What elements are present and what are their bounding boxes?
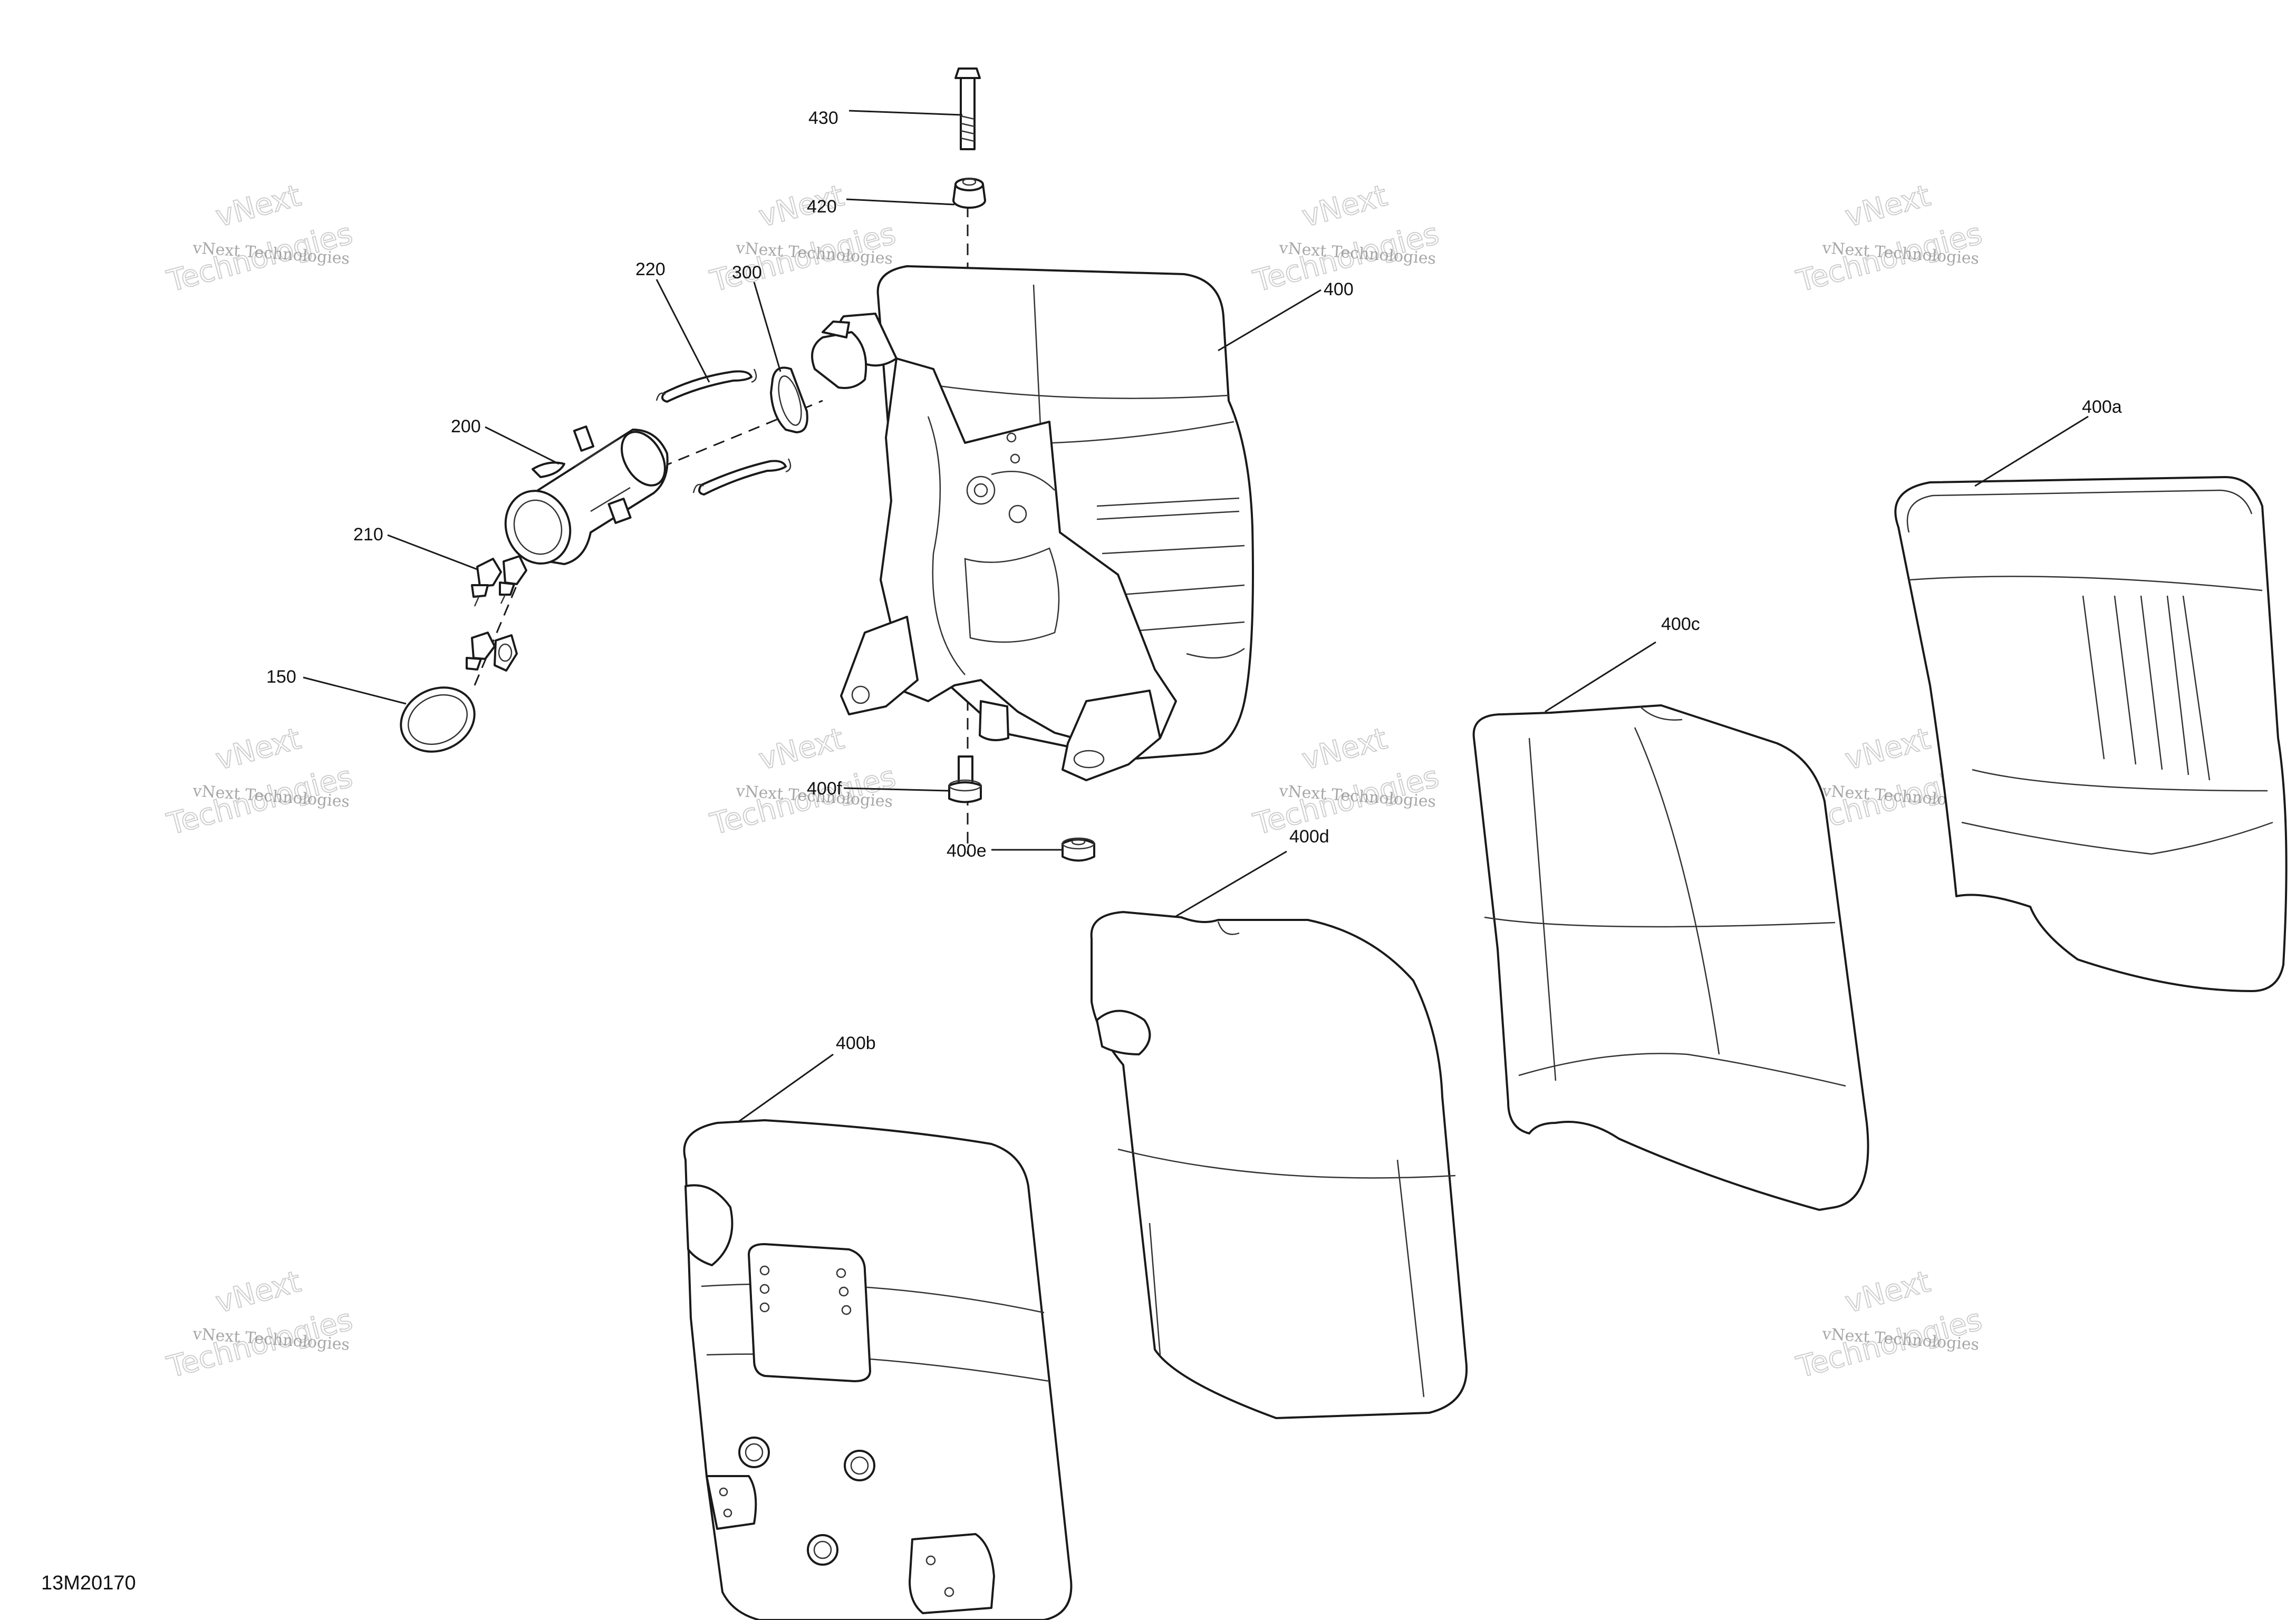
leader-420 bbox=[846, 198, 955, 206]
callout-400a: 400a bbox=[2082, 397, 2122, 417]
part-200-exhaust-pipe bbox=[504, 425, 669, 565]
part-400a-heat-shield bbox=[1894, 476, 2288, 992]
leader-300 bbox=[753, 282, 782, 372]
callout-300: 300 bbox=[732, 263, 762, 283]
watermark-text: vNext bbox=[1298, 179, 1391, 234]
part-220-spring-upper bbox=[655, 368, 757, 403]
callout-400b: 400b bbox=[836, 1033, 876, 1053]
leader-220 bbox=[655, 279, 710, 383]
leader-400a bbox=[1974, 415, 2089, 487]
part-400d-heat-shield bbox=[1090, 911, 1468, 1419]
watermark-text: vNext bbox=[212, 722, 304, 777]
part-210-sensor-d bbox=[494, 634, 518, 672]
leader-200 bbox=[485, 426, 559, 465]
watermark-r2c1: vNext Technologies bbox=[163, 721, 356, 842]
leader-400b bbox=[738, 1053, 834, 1123]
callout-430: 430 bbox=[808, 108, 838, 128]
part-220-spring-lower bbox=[692, 458, 792, 496]
part-430-bolt bbox=[954, 67, 981, 150]
part-400f-mount bbox=[948, 755, 982, 803]
watermark-text: vNext bbox=[1298, 722, 1391, 777]
leader-400d bbox=[1175, 850, 1287, 917]
callout-210: 210 bbox=[353, 525, 383, 545]
callout-220: 220 bbox=[635, 259, 665, 279]
leader-150 bbox=[303, 676, 407, 705]
watermark-r3c1: vNext Technologies bbox=[163, 1264, 356, 1385]
part-210-sensor-c bbox=[466, 632, 496, 671]
watermark-text: vNext bbox=[212, 179, 304, 234]
part-210-sensor-b bbox=[499, 555, 527, 604]
watermark-r1c2: vNext Technologies bbox=[706, 178, 900, 299]
callout-400c: 400c bbox=[1661, 614, 1700, 634]
callout-200: 200 bbox=[451, 416, 481, 436]
callout-400f: 400f bbox=[807, 779, 842, 799]
leader-430 bbox=[848, 110, 963, 116]
leader-210 bbox=[387, 534, 478, 570]
part-150-clamp-ring bbox=[400, 686, 476, 753]
watermark-r3c4: vNext Technologies bbox=[1792, 1264, 1986, 1385]
watermark-r1c4: vNext Technologies bbox=[1792, 178, 1986, 299]
watermark-r1c1: vNext Technologies bbox=[163, 178, 356, 299]
leader-400c bbox=[1545, 641, 1656, 713]
callout-150: 150 bbox=[266, 667, 296, 687]
watermark-r2c2: vNext Technologies bbox=[706, 721, 900, 842]
watermark-text: vNext bbox=[1841, 1265, 1934, 1320]
callout-420: 420 bbox=[807, 197, 837, 217]
watermark-text: vNext bbox=[1841, 179, 1934, 234]
part-400-muffler bbox=[811, 265, 1254, 781]
part-420-grommet bbox=[952, 178, 986, 209]
part-400e-mount bbox=[1062, 837, 1095, 862]
callout-labels: 430 420 400 300 220 200 210 150 400f 400… bbox=[266, 108, 2122, 1053]
part-400b-heat-shield bbox=[683, 1119, 1073, 1620]
watermark-text: vNext bbox=[212, 1265, 304, 1320]
callout-400: 400 bbox=[1324, 279, 1354, 299]
part-210-sensor-a bbox=[471, 558, 502, 607]
callout-400e: 400e bbox=[947, 841, 987, 861]
watermark-text: vNext bbox=[1841, 722, 1934, 777]
leader-400f bbox=[843, 787, 950, 792]
leader-lines bbox=[303, 110, 2089, 1123]
watermark-r2c3: vNext Technologies bbox=[1249, 721, 1443, 842]
leader-400 bbox=[1218, 289, 1321, 352]
part-300-gasket bbox=[770, 366, 808, 433]
watermark-text: vNext bbox=[755, 722, 847, 777]
drawing-reference-number: 13M20170 bbox=[41, 1572, 136, 1594]
callout-400d: 400d bbox=[1289, 827, 1329, 847]
part-400c-heat-shield bbox=[1472, 704, 1869, 1211]
